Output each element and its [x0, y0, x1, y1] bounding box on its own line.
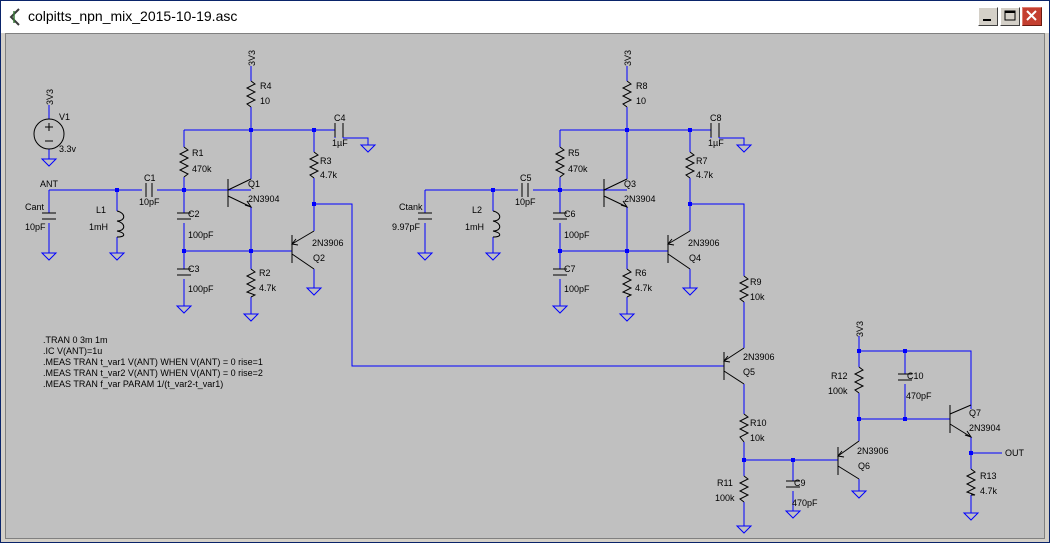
value-r12: 100k: [828, 386, 848, 396]
value-r13: 4.7k: [980, 486, 998, 496]
value-r11: 100k: [715, 493, 735, 503]
label-r12: R12: [831, 371, 848, 381]
label-c7: C7: [564, 264, 576, 274]
value-c2: 100pF: [188, 230, 214, 240]
label-r2: R2: [259, 268, 271, 278]
value-r3: 4.7k: [320, 170, 338, 180]
junction-dots: [115, 128, 973, 462]
label-q1: Q1: [248, 179, 260, 189]
label-c9: C9: [794, 478, 806, 488]
value-r5: 470k: [568, 164, 588, 174]
model-q3: 2N3904: [624, 194, 656, 204]
model-q5: 2N3906: [743, 352, 775, 362]
label-r9: R9: [750, 277, 762, 287]
minimize-icon: [983, 19, 991, 21]
minimize-button[interactable]: [978, 7, 998, 26]
label-c10: C10: [907, 371, 924, 381]
directive-line: .TRAN 0 3m 1m: [43, 335, 108, 345]
label-c8: C8: [710, 113, 722, 123]
label-r10: R10: [750, 418, 767, 428]
label-r11: R11: [717, 478, 733, 488]
label-q5: Q5: [743, 367, 755, 377]
directive-line: .IC V(ANT)=1u: [43, 346, 103, 356]
value-c5: 10pF: [515, 197, 536, 207]
value-c8: 1µF: [708, 138, 724, 148]
value-r10: 10k: [750, 433, 765, 443]
value-r7: 4.7k: [696, 170, 714, 180]
value-r2: 4.7k: [259, 283, 277, 293]
value-r1: 470k: [192, 164, 212, 174]
maximize-icon: [1004, 10, 1016, 21]
label-q4: Q4: [689, 253, 701, 263]
label-r3: R3: [320, 156, 332, 166]
value-r9: 10k: [750, 292, 765, 302]
label-r8: R8: [636, 81, 648, 91]
directive-line: .MEAS TRAN t_var2 V(ANT) WHEN V(ANT) = 0…: [43, 368, 263, 378]
label-c4: C4: [334, 113, 346, 123]
model-q6: 2N3906: [857, 446, 889, 456]
label-r6: R6: [635, 268, 647, 278]
net-label-ant: ANT: [40, 179, 59, 189]
label-q2: Q2: [313, 253, 325, 263]
label-v1: V1: [59, 112, 70, 122]
spice-directives[interactable]: .TRAN 0 3m 1m .IC V(ANT)=1u .MEAS TRAN t…: [43, 335, 263, 390]
label-c6: C6: [564, 209, 576, 219]
net-label-3v3-c: 3V3: [855, 321, 865, 337]
close-icon: [1026, 10, 1037, 21]
value-r6: 4.7k: [635, 283, 653, 293]
value-c10: 470pF: [906, 391, 932, 401]
schematic-canvas[interactable]: 3V3 V1 3.3v ANT Cant 10pF L1 1mH C1 10pF…: [5, 33, 1045, 539]
label-l1: L1: [96, 205, 106, 215]
ltspice-icon: [9, 8, 20, 26]
value-r8: 10: [636, 96, 646, 106]
label-ctank: Ctank: [399, 202, 423, 212]
components: [33, 80, 977, 503]
net-label-3v3: 3V3: [45, 89, 55, 105]
value-v1: 3.3v: [59, 144, 77, 154]
label-r13: R13: [980, 471, 997, 481]
model-q2: 2N3906: [312, 238, 344, 248]
directive-line: .MEAS TRAN f_var PARAM 1/(t_var2-t_var1): [43, 379, 224, 389]
maximize-button[interactable]: [1000, 7, 1020, 26]
label-c1: C1: [144, 173, 156, 183]
value-l2: 1mH: [465, 222, 484, 232]
label-cant: Cant: [25, 202, 45, 212]
value-c3: 100pF: [188, 284, 214, 294]
value-l1: 1mH: [89, 222, 108, 232]
value-c1: 10pF: [139, 197, 160, 207]
label-q3: Q3: [624, 179, 636, 189]
net-label-3v3-b: 3V3: [623, 50, 633, 66]
value-c7: 100pF: [564, 284, 590, 294]
title-bar[interactable]: colpitts_npn_mix_2015-10-19.asc: [1, 1, 1049, 34]
value-c6: 100pF: [564, 230, 590, 240]
label-q7: Q7: [969, 408, 981, 418]
schematic-drawing: 3V3 V1 3.3v ANT Cant 10pF L1 1mH C1 10pF…: [25, 50, 1025, 534]
net-label-3v3-a: 3V3: [247, 50, 257, 66]
model-q4: 2N3906: [688, 238, 720, 248]
model-q7: 2N3904: [969, 423, 1001, 433]
label-r5: R5: [568, 148, 580, 158]
label-r1: R1: [192, 148, 204, 158]
label-r7: R7: [696, 156, 708, 166]
window-title: colpitts_npn_mix_2015-10-19.asc: [28, 8, 238, 24]
label-q6: Q6: [858, 461, 870, 471]
model-q1: 2N3904: [248, 194, 280, 204]
value-cant: 10pF: [25, 222, 46, 232]
label-l2: L2: [472, 205, 482, 215]
directive-line: .MEAS TRAN t_var1 V(ANT) WHEN V(ANT) = 0…: [43, 357, 263, 367]
close-button[interactable]: [1022, 7, 1042, 26]
value-ctank: 9.97pF: [392, 222, 421, 232]
label-r4: R4: [260, 81, 272, 91]
component-labels: 3V3 V1 3.3v ANT Cant 10pF L1 1mH C1 10pF…: [25, 50, 1025, 508]
value-c4: 1µF: [332, 138, 348, 148]
label-c3: C3: [188, 264, 200, 274]
value-c9: 470pF: [792, 498, 818, 508]
label-c2: C2: [188, 209, 200, 219]
net-label-out: OUT: [1005, 448, 1025, 458]
wires: [48, 66, 1002, 526]
value-r4: 10: [260, 96, 270, 106]
label-c5: C5: [520, 173, 532, 183]
